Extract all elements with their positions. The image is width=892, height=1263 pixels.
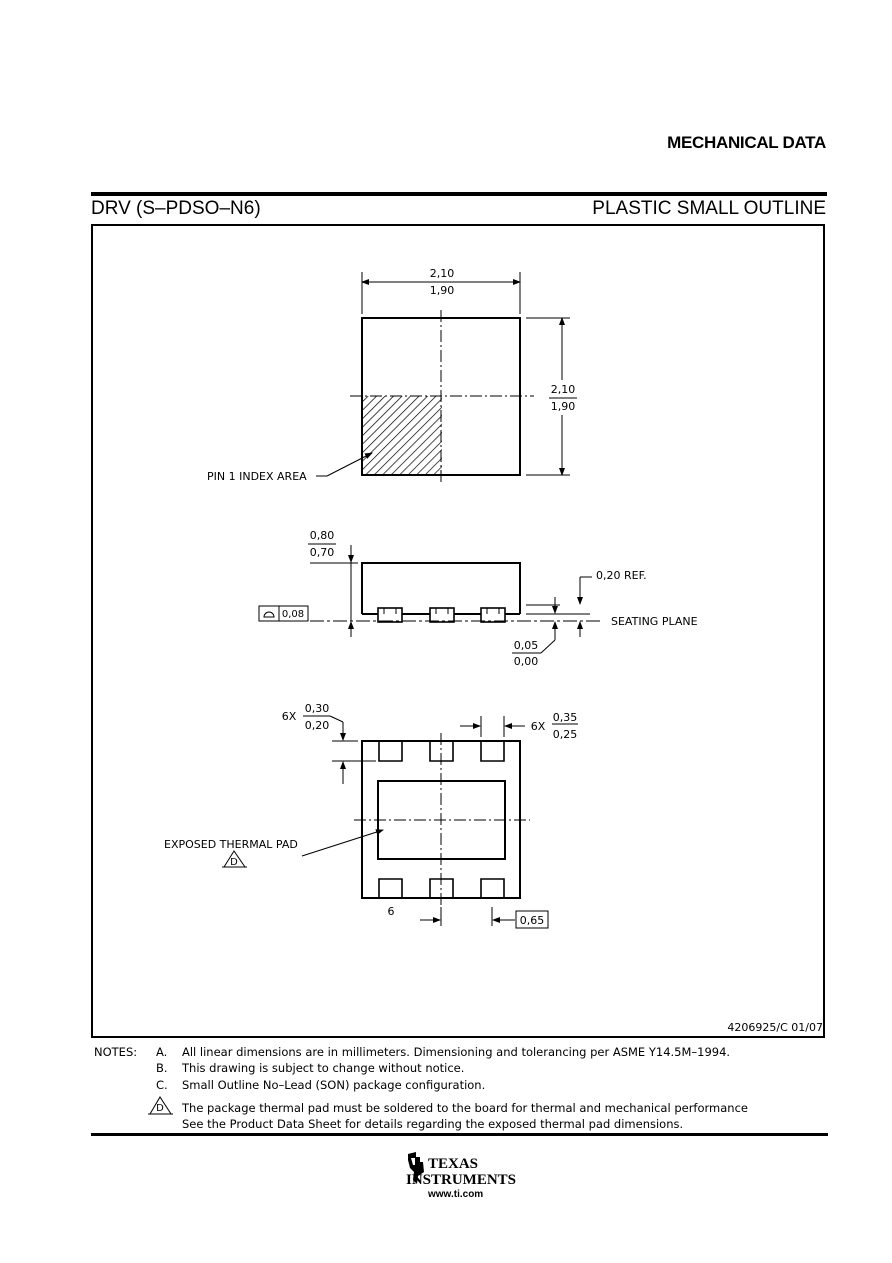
standoff-max: 0,05 xyxy=(514,639,539,652)
top-height-min: 1,90 xyxy=(551,400,576,413)
side-view: SEATING PLANE 0,80 0,70 0,08 0,20 REF. 0… xyxy=(258,529,698,668)
ti-brand-line2: INSTRUMENTS xyxy=(406,1172,516,1188)
note-b-text: This drawing is subject to change withou… xyxy=(182,1061,465,1075)
note-d-text-2: See the Product Data Sheet for details r… xyxy=(182,1117,684,1131)
ti-logo: TEXAS INSTRUMENTS xyxy=(404,1150,516,1193)
top-height-max: 2,10 xyxy=(551,383,576,396)
pad-length-min: 0,20 xyxy=(305,719,330,732)
seating-plane-label: SEATING PLANE xyxy=(611,615,698,628)
pin1-hatch xyxy=(362,396,442,475)
note-d-letter: D xyxy=(156,1103,164,1114)
bottom-view: 6X 0,30 0,20 6X 0,35 0,25 EXPOSED THERMA… xyxy=(164,702,578,929)
flatness-value: 0,08 xyxy=(282,609,304,620)
top-rule xyxy=(91,192,827,196)
note-b-letter: B. xyxy=(156,1061,168,1075)
pad-count-a: 6X xyxy=(282,710,297,723)
drawing-frame xyxy=(91,224,825,1038)
note-d-flag: D xyxy=(230,857,238,868)
page-header-title: MECHANICAL DATA xyxy=(667,133,826,152)
pad-width-min: 0,25 xyxy=(553,728,578,741)
thermal-pad-label: EXPOSED THERMAL PAD xyxy=(164,838,298,851)
package-code: DRV (S–PDSO–N6) xyxy=(91,198,261,219)
ti-logo-icon: TEXAS INSTRUMENTS xyxy=(406,1152,516,1188)
top-view: 2,10 1,90 2,10 1,90 PIN 1 INDEX AREA xyxy=(207,267,577,484)
top-width-max: 2,10 xyxy=(430,267,455,280)
note-c-letter: C. xyxy=(156,1078,168,1092)
bottom-rule xyxy=(91,1133,828,1136)
pad-count-b: 6X xyxy=(531,720,546,733)
pad-length-max: 0,30 xyxy=(305,702,330,715)
standoff-min: 0,00 xyxy=(514,655,539,668)
side-height-max: 0,80 xyxy=(310,529,335,542)
package-type: PLASTIC SMALL OUTLINE xyxy=(592,198,826,219)
note-a-letter: A. xyxy=(156,1045,168,1059)
pad-width-max: 0,35 xyxy=(553,711,578,724)
note-a-text: All linear dimensions are in millimeters… xyxy=(182,1045,731,1059)
pitch-value: 0,65 xyxy=(520,914,545,927)
ti-url[interactable]: www.ti.com xyxy=(428,1189,484,1200)
pin1-index-label: PIN 1 INDEX AREA xyxy=(207,470,307,483)
drawing-number: 4206925/C 01/07 xyxy=(727,1021,823,1034)
side-height-min: 0,70 xyxy=(310,546,335,559)
ref-dimension: 0,20 REF. xyxy=(596,569,647,582)
top-width-min: 1,90 xyxy=(430,284,455,297)
pin-6-label: 6 xyxy=(388,905,395,918)
ti-brand-line1: TEXAS xyxy=(428,1156,478,1172)
note-d-text: The package thermal pad must be soldered… xyxy=(182,1101,748,1115)
note-c-text: Small Outline No–Lead (SON) package conf… xyxy=(182,1078,486,1092)
notes-label: NOTES: xyxy=(94,1045,138,1059)
